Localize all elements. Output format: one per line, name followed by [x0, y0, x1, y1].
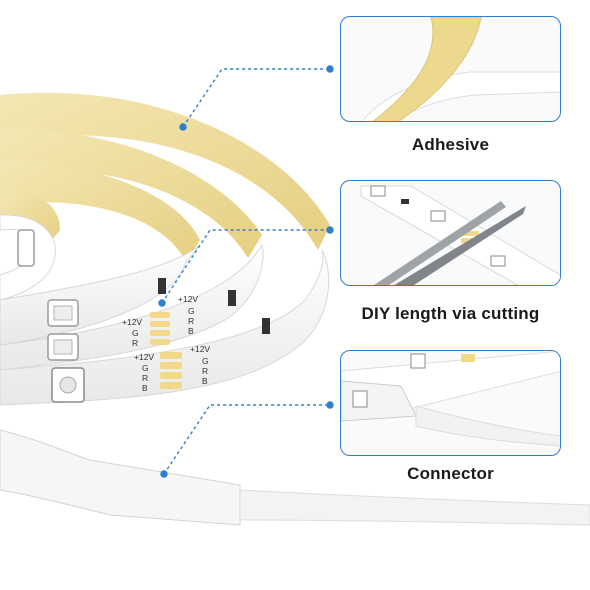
connector-label: Connector: [407, 464, 494, 483]
channel-marking: R: [188, 316, 194, 326]
voltage-marking-a: +12V: [122, 317, 142, 327]
voltage-marking-b: +12V: [178, 294, 198, 304]
led-chip: [47, 333, 79, 361]
channel-marking: G: [142, 363, 149, 373]
resistor: [262, 318, 270, 334]
channel-marking: B: [202, 376, 208, 386]
voltage-marking-c: +12V: [134, 352, 154, 362]
adhesive-label: Adhesive: [411, 135, 490, 154]
leader-line-connector: [160, 401, 334, 478]
led-chip: [47, 299, 79, 327]
channel-marking: B: [188, 326, 194, 336]
resistor: [158, 278, 166, 294]
channel-marking: G: [202, 356, 209, 366]
strip-band-outer: [0, 249, 330, 406]
adhesive-detail-panel: [340, 16, 561, 122]
cutting-detail-panel: [340, 180, 561, 286]
adhesive-backing-inner: [0, 160, 200, 262]
channel-marking: R: [132, 338, 138, 348]
solder-pads-upper: [150, 312, 170, 345]
led-chip: [17, 229, 35, 267]
cutting-label: DIY length via cutting: [361, 304, 540, 323]
adhesive-backing-outer: [0, 92, 330, 250]
connector-detail-panel: [340, 350, 561, 456]
adhesive-backing-middle: [0, 129, 262, 258]
channel-marking: R: [142, 373, 148, 383]
channel-marking: G: [188, 306, 195, 316]
channel-marking: G: [132, 328, 139, 338]
voltage-marking-d: +12V: [190, 344, 210, 354]
connector-end: [0, 429, 241, 526]
leader-line-cutting: [158, 226, 334, 307]
leader-line-adhesive: [179, 65, 334, 131]
solder-pads-lower: [160, 352, 182, 389]
resistor: [228, 290, 236, 306]
channel-marking: R: [202, 366, 208, 376]
connector-cable: [239, 489, 590, 526]
channel-marking: B: [142, 383, 148, 393]
led-chip: [51, 367, 85, 403]
